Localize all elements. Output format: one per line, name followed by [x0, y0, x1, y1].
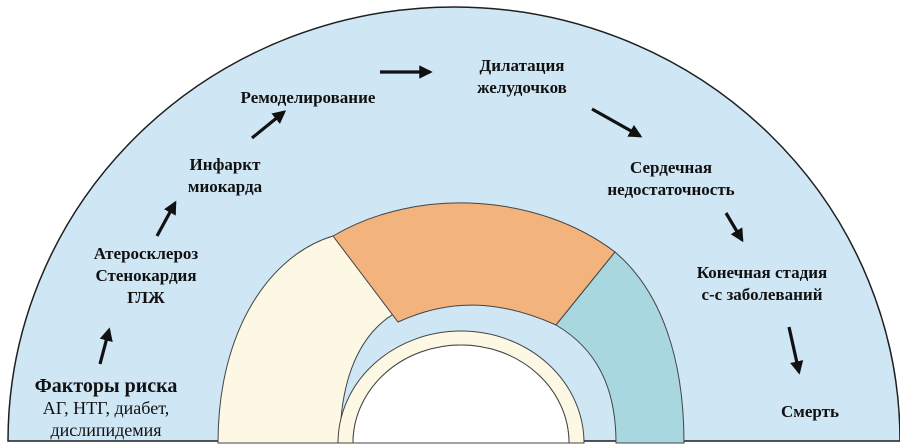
stage-remodeling: Ремоделирование — [241, 88, 376, 107]
risk-factors-title: Факторы риска — [35, 375, 178, 397]
stage-infarction: Инфаркт миокарда — [188, 155, 263, 196]
stage-end-stage: Конечная стадия с-с заболеваний — [697, 263, 827, 304]
inner-hole — [352, 344, 570, 444]
end-stage-line1: Конечная стадия — [697, 263, 827, 282]
risk-factors-line1: АГ, НТГ, диабет, — [43, 398, 169, 418]
atherosclerosis-line1: Атеросклероз — [94, 244, 199, 263]
risk-factors-line2: дислипидемия — [50, 420, 161, 440]
stage-death: Смерть — [781, 402, 839, 421]
arrow-atherosclerosis-to-infarction — [155, 200, 177, 237]
atherosclerosis-line3: ГЛЖ — [127, 288, 165, 307]
flow-arrows — [98, 65, 804, 375]
dilation-line2: желудочков — [477, 78, 567, 97]
arrow-dilation-to-heart-failure — [591, 107, 643, 138]
segment-orange — [332, 202, 616, 326]
infarction-line2: миокарда — [188, 177, 263, 196]
stage-heart-failure: Сердечная недостаточность — [607, 158, 734, 199]
arrow-infarction-to-remodeling — [250, 110, 287, 140]
arrow-heart-failure-to-end-stage — [724, 212, 744, 243]
heart-failure-line1: Сердечная — [630, 158, 712, 177]
death-line1: Смерть — [781, 402, 839, 421]
segment-blue — [555, 251, 685, 444]
remodeling-line1: Ремоделирование — [241, 88, 376, 107]
infarction-line1: Инфаркт — [190, 155, 262, 174]
atherosclerosis-line2: Стенокардия — [95, 266, 196, 285]
end-stage-line2: с-с заболеваний — [701, 285, 822, 304]
stage-dilation: Дилатация желудочков — [477, 56, 567, 97]
dilation-line1: Дилатация — [480, 56, 565, 75]
stage-risk-factors: Факторы риска АГ, НТГ, диабет, дислипиде… — [35, 375, 178, 440]
arrow-risk-to-atherosclerosis — [98, 327, 113, 365]
heart-failure-line2: недостаточность — [607, 180, 734, 199]
stage-atherosclerosis: Атеросклероз Стенокардия ГЛЖ — [94, 244, 199, 307]
arrow-end-stage-to-death — [787, 326, 804, 375]
